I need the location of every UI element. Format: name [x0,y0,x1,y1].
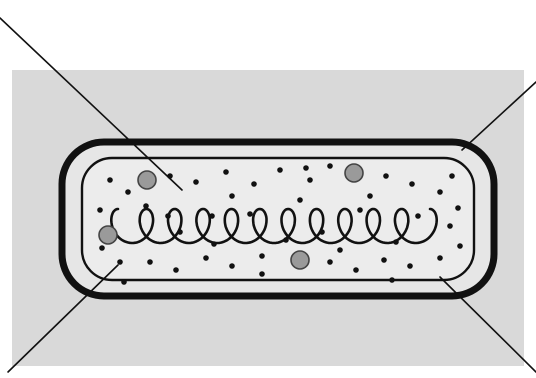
ribosome-dot [409,181,415,187]
ribosome-dot [229,263,235,269]
ribosome-dot [247,211,253,217]
ribosome-dot [125,189,131,195]
ribosome-dot [223,169,229,175]
ribosome-dot [327,259,333,265]
ribosome-dot [259,253,265,259]
ribosome-dot [449,173,455,179]
ribosome-dot [173,267,179,273]
ribosome-dot [367,193,373,199]
ribosome-dot [407,263,413,269]
ribosome-dot [455,205,461,211]
ribosome-dot [327,163,333,169]
ribosome-dot [259,271,265,277]
ribosome-dot [437,255,443,261]
ribosome-dot [193,179,199,185]
ribosome-dot [297,197,303,203]
ribosome-dot [353,267,359,273]
ribosome-dot [97,207,103,213]
ribosome-dot [381,257,387,263]
ribosome-dot [277,167,283,173]
ribosome-dot [107,177,113,183]
ribosome-dot [383,173,389,179]
ribosome-dot [357,207,363,213]
ribosome-dot [337,247,343,253]
ribosome-dot [415,213,421,219]
ribosome-dot [457,243,463,249]
granule [99,226,117,244]
ribosome-dot [251,181,257,187]
ribosome-dot [229,193,235,199]
ribosome-dot [99,245,105,251]
ribosome-dot [117,259,123,265]
granule [345,164,363,182]
ribosome-dot [389,277,395,283]
ribosome-dot [203,255,209,261]
ribosome-dot [303,165,309,171]
granule [138,171,156,189]
granule [291,251,309,269]
ribosome-dot [121,279,127,285]
ribosome-dot [437,189,443,195]
ribosome-dot [147,259,153,265]
ribosome-dot [447,223,453,229]
ribosome-dot [307,177,313,183]
